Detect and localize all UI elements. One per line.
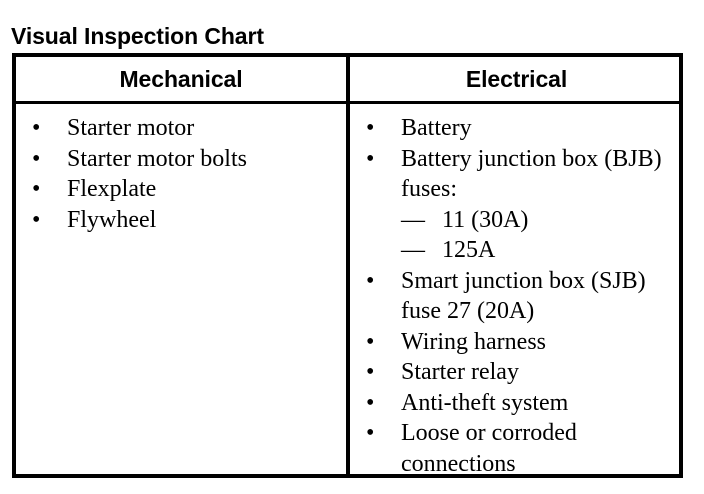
sub-list-item: — 125A xyxy=(401,235,683,266)
sub-list-item: — 11 (30A) xyxy=(401,205,683,236)
sub-list-item-label: 125A xyxy=(442,237,496,263)
bullet-icon: • xyxy=(366,328,375,355)
list-item-label: Battery junction box (BJB) fuses: xyxy=(401,145,662,203)
column-body-electrical: • Battery • Battery junction box (BJB) fuse… xyxy=(350,104,683,474)
list-item-label: Starter relay xyxy=(401,359,519,385)
list-item-label: Anti-theft system xyxy=(401,389,569,416)
column-divider xyxy=(346,57,350,474)
bullet-icon: • xyxy=(366,389,375,416)
list-item-label: Wiring harness xyxy=(401,328,546,355)
list-item-label: Flywheel xyxy=(67,206,157,233)
list-item: • Battery xyxy=(366,113,683,144)
column-header-electrical: Electrical xyxy=(465,65,568,92)
list-item: • Smart junction box (SJB) fuse 27 (20A) xyxy=(366,266,683,327)
bullet-icon: • xyxy=(32,176,41,202)
list-item-label: Starter motor xyxy=(67,115,195,141)
bullet-icon: • xyxy=(32,145,41,172)
bullet-icon: • xyxy=(366,115,375,141)
list-item-label: Loose or corroded connections xyxy=(401,420,577,474)
bullet-icon: • xyxy=(32,206,41,233)
list-item: • Loose or corroded connections xyxy=(366,418,683,474)
visual-inspection-table: Mechanical Electrical • Starter motor • Sta… xyxy=(12,53,683,478)
bullet-icon: • xyxy=(366,145,375,172)
bullet-icon: • xyxy=(32,115,41,141)
bullet-icon: • xyxy=(366,420,375,446)
list-item: • Battery junction box (BJB) fuses: — 11 (3… xyxy=(366,144,683,266)
list-item: • Wiring harness xyxy=(366,327,683,358)
sub-item-list: — 11 (30A) — 125A xyxy=(401,205,683,266)
column-header-mechanical: Mechanical xyxy=(119,65,243,92)
column-body-mechanical: • Starter motor • Starter motor bolts • Flexp… xyxy=(16,104,346,474)
sub-list-item-label: 11 (30A) xyxy=(442,206,529,233)
mechanical-item-list: • Starter motor • Starter motor bolts • Flexp… xyxy=(16,104,346,235)
list-item: • Starter motor bolts xyxy=(32,144,346,175)
list-item-label: Smart junction box (SJB) fuse 27 (20A) xyxy=(401,267,646,325)
electrical-item-list: • Battery • Battery junction box (BJB) fuse… xyxy=(350,104,683,474)
page-title: Visual Inspection Chart xyxy=(11,23,264,50)
list-item-label: Battery xyxy=(401,115,472,141)
table-grid: Mechanical Electrical • Starter motor • Sta… xyxy=(16,57,679,474)
bullet-icon: • xyxy=(366,267,375,294)
em-dash-icon: — xyxy=(401,206,425,233)
list-item: • Anti-theft system xyxy=(366,388,683,419)
list-item: • Flexplate xyxy=(32,174,346,205)
list-item-label: Starter motor bolts xyxy=(67,145,247,172)
list-item: • Starter motor xyxy=(32,113,346,144)
em-dash-icon: — xyxy=(401,237,425,263)
list-item: • Flywheel xyxy=(32,205,346,236)
list-item-label: Flexplate xyxy=(67,176,157,202)
list-item: • Starter relay xyxy=(366,357,683,388)
bullet-icon: • xyxy=(366,359,375,385)
